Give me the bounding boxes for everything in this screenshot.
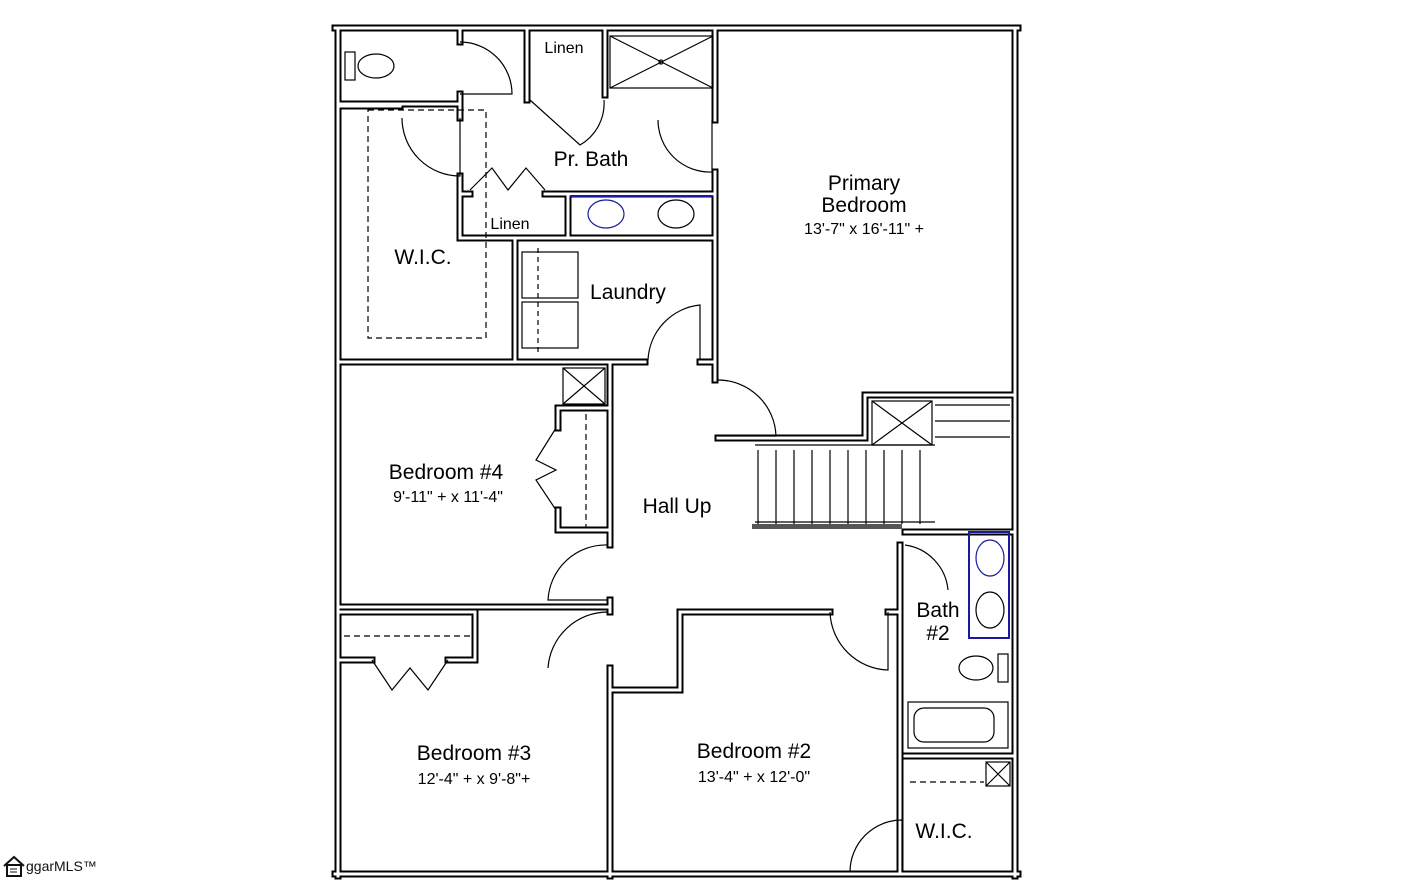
room-dims-bedroom4: 9'-11" + x 11'-4" — [393, 489, 503, 506]
bathtub-icon — [907, 701, 1009, 749]
room-dims-bedroom2: 13'-4" + x 12'-0" — [698, 769, 810, 786]
door-swings — [371, 41, 949, 873]
room-dims-primary: 13'-7" x 16'-11" + — [804, 221, 924, 238]
room-label-primary-2: Bedroom — [821, 194, 906, 217]
bath2-vanity-icon — [968, 531, 1010, 639]
double-vanity-icon — [570, 195, 713, 229]
mls-logo: ggarMLS™ — [2, 854, 97, 878]
room-label-primary-1: Primary — [828, 172, 901, 195]
room-label-bedroom2: Bedroom #2 — [697, 740, 811, 763]
room-label-linen-top: Linen — [544, 40, 583, 57]
shower-icon — [609, 35, 714, 89]
fixtures — [344, 35, 1011, 873]
room-label-hall: Hall Up — [643, 495, 712, 518]
room-label-wic-right: W.I.C. — [915, 820, 972, 843]
room-label-bedroom4: Bedroom #4 — [389, 461, 504, 484]
washer-dryer-icon — [521, 248, 579, 356]
room-label-bath2-1: Bath — [916, 599, 959, 622]
room-label-pr-bath: Pr. Bath — [554, 148, 629, 171]
logo-text: ggarMLS™ — [26, 858, 97, 874]
room-dims-bedroom3: 12'-4" + x 9'-8"+ — [418, 771, 531, 788]
house-icon — [3, 855, 25, 877]
room-label-bedroom3: Bedroom #3 — [417, 742, 531, 765]
toilet-icon — [344, 51, 395, 81]
room-label-wic-left: W.I.C. — [394, 246, 451, 269]
stairs-icon — [755, 404, 1010, 524]
room-label-bath2-2: #2 — [926, 622, 949, 645]
hvac-chase-icon — [562, 367, 1011, 787]
shelf-outline — [367, 109, 487, 339]
room-label-linen-lower: Linen — [490, 216, 529, 233]
room-label-laundry: Laundry — [590, 281, 666, 304]
toilet-icon — [958, 653, 1009, 683]
